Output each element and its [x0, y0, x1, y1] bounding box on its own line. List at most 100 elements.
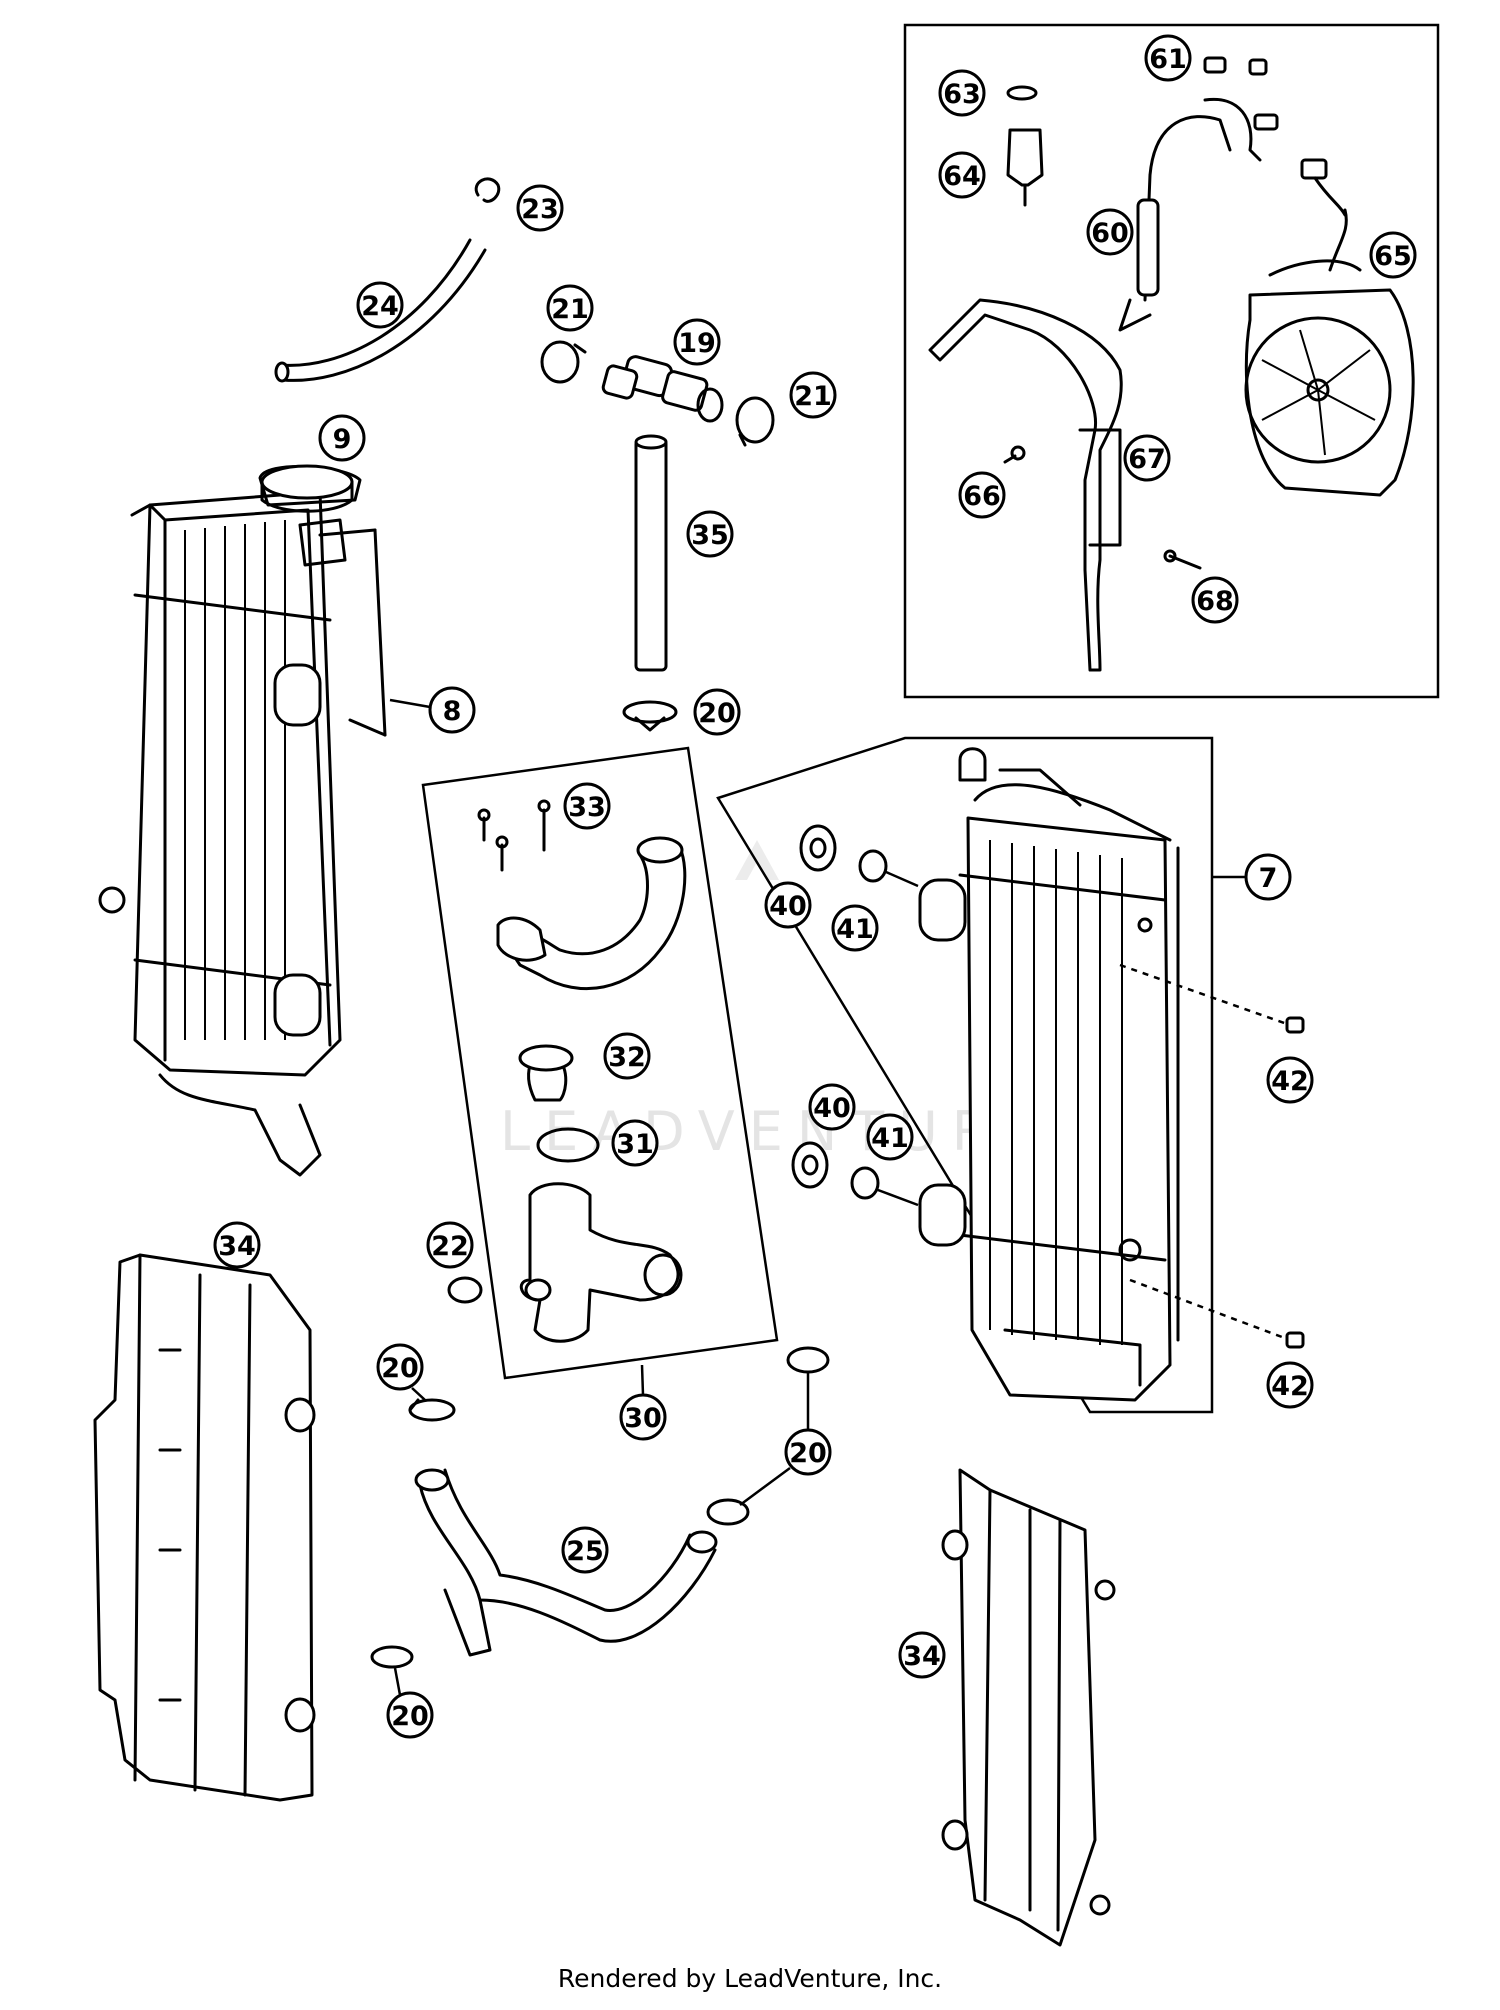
svg-text:66: 66 — [963, 481, 1001, 512]
clamp-20-bottom — [370, 1645, 414, 1669]
callout-63: 63 — [938, 69, 986, 117]
thermostat-housing-top — [496, 836, 687, 991]
hose-small — [274, 238, 487, 383]
footer-credit: Rendered by LeadVenture, Inc. — [557, 1964, 943, 1993]
svg-text:35: 35 — [691, 520, 729, 551]
svg-text:61: 61 — [1149, 44, 1187, 75]
callout-64: 64 — [938, 151, 986, 199]
callout-20-pipe: 20 — [693, 688, 741, 736]
svg-text:32: 32 — [608, 1042, 646, 1073]
right-shroud — [941, 1468, 1116, 1947]
radiator-cap — [260, 464, 354, 513]
clamp-22 — [447, 1276, 483, 1304]
callout-21-left: 21 — [546, 284, 594, 332]
pipe-straight — [634, 434, 668, 672]
callout-40-lower: 40 — [808, 1083, 856, 1131]
watermark: LEADVENTURE — [500, 840, 1051, 1163]
callout-22: 22 — [426, 1221, 474, 1269]
svg-text:68: 68 — [1196, 586, 1234, 617]
callout-25: 25 — [561, 1526, 609, 1574]
clamp-20-upper-left — [408, 1398, 456, 1422]
svg-text:42: 42 — [1271, 1066, 1309, 1097]
svg-text:60: 60 — [1091, 218, 1129, 249]
thermostat — [518, 1044, 574, 1102]
clamp-right — [735, 396, 775, 447]
svg-text:21: 21 — [551, 294, 589, 325]
svg-text:33: 33 — [568, 792, 606, 823]
svg-text:20: 20 — [381, 1353, 419, 1384]
svg-text:34: 34 — [218, 1231, 256, 1262]
svg-text:42: 42 — [1271, 1371, 1309, 1402]
svg-text:63: 63 — [943, 79, 981, 110]
washer-upper — [858, 849, 919, 888]
clamp-left — [540, 340, 587, 384]
callout-68: 68 — [1191, 576, 1239, 624]
lower-hose — [414, 1468, 718, 1657]
svg-text:41: 41 — [871, 1123, 909, 1154]
screws-group — [477, 799, 551, 872]
callout-9: 9 — [318, 414, 366, 462]
fan-kit-inset-box — [903, 23, 1440, 699]
bracket-screw — [1003, 445, 1026, 464]
svg-text:20: 20 — [698, 698, 736, 729]
callout-20-bottom: 20 — [386, 1691, 434, 1739]
svg-text:67: 67 — [1128, 444, 1166, 475]
callout-19: 19 — [673, 318, 721, 366]
svg-text:64: 64 — [943, 161, 981, 192]
svg-text:25: 25 — [566, 1536, 604, 1567]
thermostat-housing-bottom — [519, 1182, 683, 1343]
svg-text:19: 19 — [678, 328, 716, 359]
callout-7: 7 — [1244, 853, 1292, 901]
svg-text:20: 20 — [789, 1438, 827, 1469]
callout-42-upper: 42 — [1266, 1056, 1314, 1104]
left-shroud — [93, 1253, 316, 1802]
callout-23: 23 — [516, 184, 564, 232]
svg-text:34: 34 — [903, 1641, 941, 1672]
svg-text:65: 65 — [1374, 241, 1412, 272]
callout-40-upper: 40 — [764, 881, 812, 929]
callout-30: 30 — [619, 1393, 667, 1441]
callout-60: 60 — [1086, 208, 1134, 256]
svg-text:22: 22 — [431, 1231, 469, 1262]
fan-bracket — [928, 298, 1123, 672]
left-radiator — [98, 464, 387, 1177]
svg-text:40: 40 — [813, 1093, 851, 1124]
wiring-harness — [1118, 56, 1279, 332]
callout-8: 8 — [428, 686, 476, 734]
clamp-small — [474, 177, 501, 203]
svg-text:20: 20 — [391, 1701, 429, 1732]
watermark-text: LEADVENTURE — [500, 1100, 1051, 1163]
bolt-upper — [1119, 963, 1305, 1034]
grommet-upper — [799, 824, 837, 872]
callout-33: 33 — [563, 782, 611, 830]
svg-text:24: 24 — [361, 291, 399, 322]
washer-lower — [850, 1166, 919, 1207]
svg-text:40: 40 — [769, 891, 807, 922]
clamp-20-right-mid — [706, 1498, 750, 1526]
bolt-lower — [1129, 1278, 1305, 1349]
callout-67: 67 — [1123, 434, 1171, 482]
callout-20-left-upper: 20 — [376, 1343, 424, 1391]
temp-sensor — [1006, 128, 1044, 207]
callout-32: 32 — [603, 1032, 651, 1080]
sensor-washer — [1006, 85, 1038, 101]
callout-21-right: 21 — [789, 371, 837, 419]
svg-text:9: 9 — [333, 424, 352, 455]
callout-66: 66 — [958, 471, 1006, 519]
callout-31: 31 — [611, 1119, 659, 1167]
right-radiator — [918, 747, 1180, 1402]
svg-text:21: 21 — [794, 381, 832, 412]
callout-34-left: 34 — [213, 1221, 261, 1269]
clamp-20-right-top — [786, 1346, 830, 1374]
o-ring — [536, 1127, 600, 1163]
callout-20-right: 20 — [784, 1428, 832, 1476]
clamp-pipe — [622, 700, 678, 732]
callout-61: 61 — [1144, 34, 1192, 82]
svg-text:8: 8 — [443, 696, 462, 727]
cooling-fan — [1244, 158, 1415, 497]
grommet-lower — [791, 1141, 829, 1189]
callout-35: 35 — [686, 510, 734, 558]
callout-42-lower: 42 — [1266, 1361, 1314, 1409]
callout-65: 65 — [1369, 231, 1417, 279]
svg-text:30: 30 — [624, 1403, 662, 1434]
